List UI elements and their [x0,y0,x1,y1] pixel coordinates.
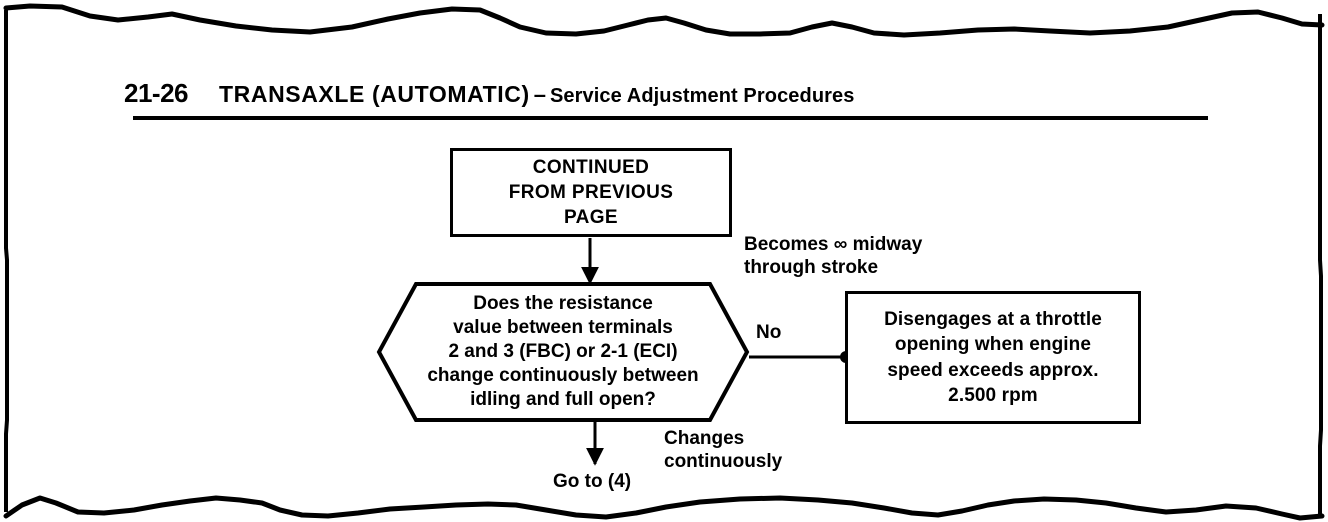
node-disengages-label: Disengages at a throttle opening when en… [884,308,1102,406]
page-number: 21-26 [124,78,189,108]
flowchart-node-decision-resistance-check[interactable]: Does the resistance value between termin… [376,281,750,423]
header-title-dash: – [533,82,546,107]
edge-label-changes-continuously: Changes continuously [664,428,783,473]
edge-label-no: No [756,322,782,343]
node-decision-label: Does the resistance value between termin… [427,293,699,410]
flowchart-node-disengages-throttle[interactable]: Disengages at a throttle opening when en… [845,291,1141,424]
node-continued-label: CONTINUED FROM PREVIOUS PAGE [508,156,674,229]
header-title-main: TRANSAXLE (AUTOMATIC) [219,81,530,107]
page-header: 21-26 TRANSAXLE (AUTOMATIC)–Service Adju… [124,78,1214,110]
edge-label-go-to-step-4: Go to (4) [553,471,632,492]
header-rule-divider [133,116,1208,120]
edge-label-becomes-infinity-midway: Becomes ∞ midway through stroke [744,234,923,279]
header-title: TRANSAXLE (AUTOMATIC)–Service Adjustment… [219,81,854,108]
flowchart-node-continued-from-previous-page[interactable]: CONTINUED FROM PREVIOUS PAGE [450,148,732,237]
hexagon-outline [376,282,750,422]
header-title-subtitle: Service Adjustment Procedures [549,85,855,107]
